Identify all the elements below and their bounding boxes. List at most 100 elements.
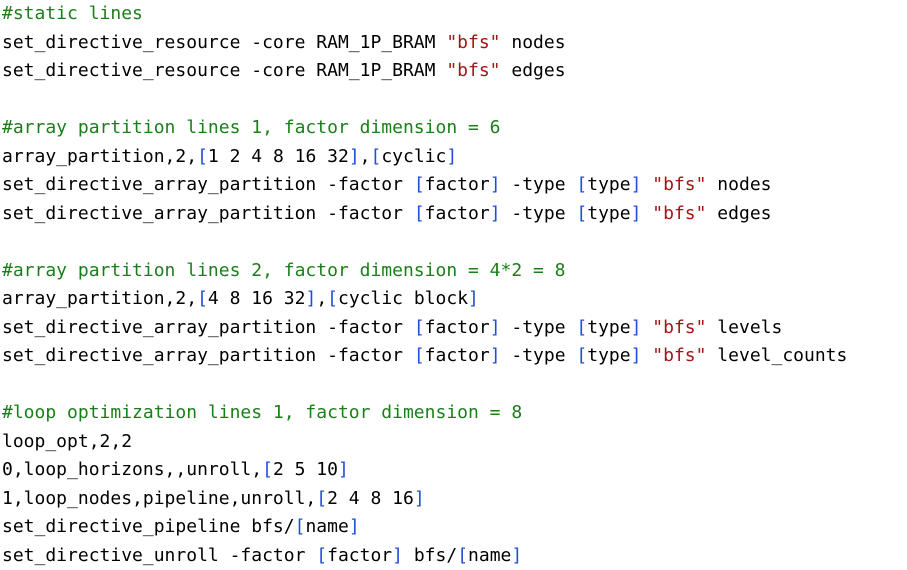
- code-token-bracket: ]: [630, 345, 642, 366]
- code-token-bracket: [: [327, 288, 338, 309]
- code-line: set_directive_array_partition -factor [ f…: [2, 200, 772, 228]
- code-line: #loop optimization lines 1, factor dimen…: [2, 399, 522, 427]
- code-token-bracket: ]: [630, 316, 642, 338]
- code-token-plain: bfs/: [403, 544, 458, 566]
- code-token-bracket: ]: [392, 544, 403, 566]
- code-token-bracket: [: [262, 459, 273, 480]
- code-token-plain: factor: [327, 544, 393, 566]
- code-token-string: "bfs": [446, 31, 501, 53]
- code-token-bracket: ]: [446, 145, 458, 167]
- code-token-plain: 2 5 10: [272, 459, 338, 480]
- code-token-plain: -type: [500, 316, 577, 338]
- code-token-bracket: [: [576, 202, 588, 224]
- code-token-bracket: [: [576, 316, 588, 338]
- code-token-bracket: [: [576, 174, 588, 195]
- code-token-plain: set_directive_array_partition -factor: [2, 202, 414, 224]
- code-line: set_directive_unroll -factor [factor] bf…: [2, 542, 522, 570]
- code-token-plain: cyclic: [381, 145, 447, 167]
- code-token-bracket: [: [197, 145, 208, 167]
- code-token-bracket: [: [316, 487, 328, 509]
- code-token-string: "bfs": [652, 202, 707, 224]
- code-token-bracket: [: [197, 288, 208, 309]
- code-token-plain: cyclic block: [338, 288, 469, 309]
- code-token-string: "bfs": [652, 345, 707, 366]
- code-line: set_directive_pipeline bfs/[name]: [2, 513, 360, 541]
- code-token-plain: level_counts: [706, 345, 848, 366]
- code-token-bracket: ]: [630, 174, 642, 195]
- code-token-plain: nodes: [706, 174, 772, 195]
- code-token-plain: type: [587, 174, 631, 195]
- code-token-string: "bfs": [652, 174, 707, 195]
- code-token-comment: #static lines: [2, 3, 143, 24]
- code-token-plain: type: [587, 345, 631, 366]
- code-token-plain: set_directive_resource -core RAM_1P_BRAM: [2, 60, 447, 81]
- code-line: set_directive_array_partition -factor [f…: [2, 314, 782, 342]
- code-token-plain: loop_opt,2,2: [2, 430, 133, 452]
- code-token-bracket: [: [370, 145, 382, 167]
- code-token-plain: [641, 317, 652, 338]
- code-token-bracket: ]: [489, 316, 501, 338]
- code-token-plain: 4 8 16 32: [207, 288, 306, 309]
- code-token-bracket: [: [576, 345, 588, 366]
- code-token-plain: [641, 174, 652, 195]
- code-token-plain: edges: [500, 60, 566, 81]
- code-token-plain: factor: [424, 316, 490, 338]
- code-token-plain: levels: [706, 316, 783, 338]
- code-token-bracket: ]: [348, 516, 360, 537]
- code-token-bracket: [: [457, 544, 469, 566]
- code-token-plain: set_directive_array_partition -factor: [2, 345, 414, 366]
- code-token-bracket: ]: [305, 288, 317, 309]
- code-token-plain: -type: [500, 345, 577, 366]
- code-token-plain: edges: [706, 202, 772, 224]
- code-token-plain: factor: [424, 174, 490, 195]
- code-token-plain: 0,loop_horizons,,unroll,: [2, 459, 263, 480]
- code-token-bracket: ]: [489, 202, 501, 224]
- code-token-comment: #array partition lines 1, factor dimensi…: [2, 117, 501, 138]
- code-token-plain: array_partition,2,: [2, 288, 198, 309]
- code-token-bracket: ]: [489, 345, 501, 366]
- code-token-plain: name: [468, 544, 512, 566]
- code-token-string: "bfs": [652, 316, 707, 338]
- code-token-plain: 2 4 8 16: [327, 487, 414, 509]
- code-token-bracket: [: [413, 174, 425, 195]
- code-token-plain: set_directive_array_partition -factor: [2, 174, 414, 195]
- code-token-comment: #loop optimization lines 1, factor dimen…: [2, 402, 523, 423]
- code-token-plain: ,: [316, 288, 328, 309]
- code-token-bracket: [: [413, 345, 425, 366]
- code-token-plain: set_directive_resource -core RAM_1P_BRAM: [2, 31, 447, 53]
- code-line: set_directive_array_partition -factor [f…: [2, 342, 847, 370]
- code-token-bracket: ]: [511, 544, 523, 566]
- code-line: set_directive_resource -core RAM_1P_BRAM…: [2, 57, 566, 85]
- code-line: array_partition,2,[4 8 16 32],[cyclic bl…: [2, 285, 479, 313]
- code-token-bracket: ]: [337, 459, 349, 480]
- code-token-plain: 1 2 4 8 16 32: [207, 145, 349, 167]
- code-token-plain: type: [587, 202, 631, 224]
- code-token-plain: set_directive_unroll -factor: [2, 544, 317, 566]
- code-token-comment: #array partition lines 2, factor dimensi…: [2, 259, 566, 281]
- code-token-string: "bfs": [446, 60, 501, 81]
- code-token-bracket: ]: [489, 174, 501, 195]
- code-token-plain: name: [305, 516, 349, 537]
- code-token-bracket: ]: [468, 288, 479, 309]
- code-line: #array partition lines 1, factor dimensi…: [2, 114, 501, 142]
- code-token-plain: 1,loop_nodes,pipeline,unroll,: [2, 487, 317, 509]
- code-line: 0,loop_horizons,,unroll,[2 5 10]: [2, 456, 349, 484]
- code-line: set_directive_resource -core RAM_1P_BRAM…: [2, 29, 566, 57]
- code-token-plain: [641, 203, 652, 224]
- code-token-bracket: ]: [348, 145, 360, 167]
- code-token-plain: factor: [424, 202, 490, 224]
- code-token-plain: array_partition,2,: [2, 145, 198, 167]
- code-line: 1,loop_nodes,pipeline,unroll,[2 4 8 16]: [2, 485, 425, 513]
- code-token-plain: set_directive_array_partition -factor: [2, 316, 414, 338]
- code-token-plain: ,: [359, 145, 371, 167]
- code-line: #array partition lines 2, factor dimensi…: [2, 257, 566, 285]
- code-token-plain: -type: [500, 202, 577, 224]
- code-token-bracket: ]: [630, 202, 642, 224]
- code-token-bracket: [: [316, 544, 328, 566]
- code-token-bracket: [: [413, 316, 425, 338]
- code-token-plain: factor: [424, 345, 490, 366]
- code-token-plain: set_directive_pipeline bfs/: [2, 516, 295, 537]
- code-line: loop_opt,2,2: [2, 428, 132, 456]
- code-token-bracket: ]: [413, 487, 425, 509]
